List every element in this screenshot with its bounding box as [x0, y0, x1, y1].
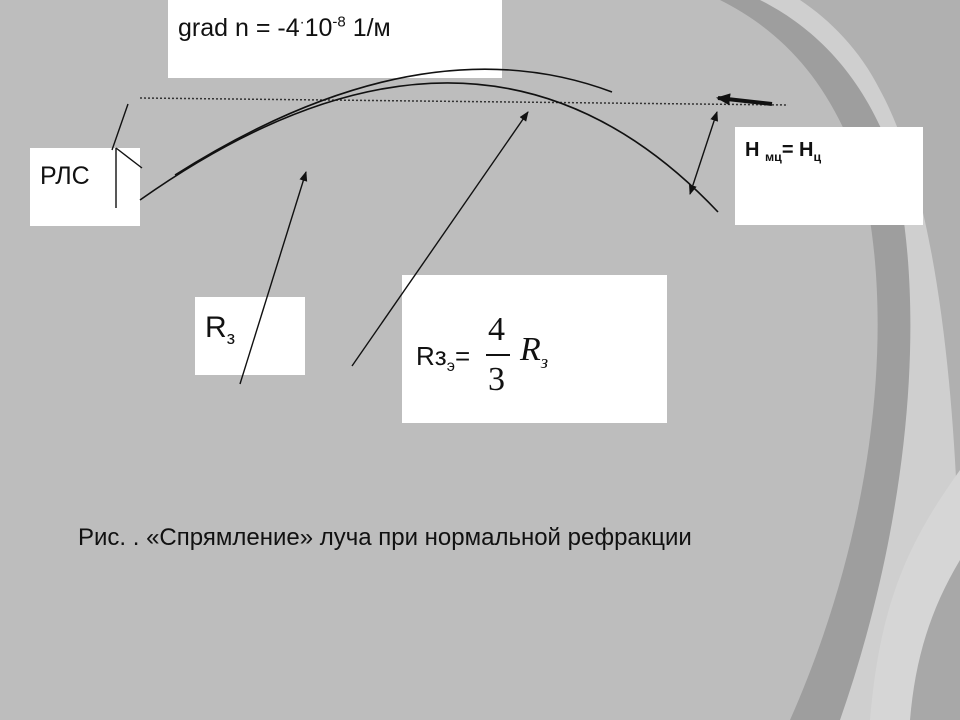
fraction-bar — [486, 354, 510, 356]
gradient-unit: 1/м — [345, 14, 391, 42]
height-h2-sub: ц — [813, 150, 822, 164]
formula-r-sub: з — [540, 351, 549, 373]
earth-radius-arrow — [239, 171, 308, 385]
radar-label: РЛС — [40, 162, 90, 190]
formula-lhs-sub1: з — [434, 341, 447, 371]
formula-r-symbol: R — [520, 331, 541, 368]
height-box: H мц= Hц — [735, 127, 923, 225]
formula-denominator: 3 — [488, 361, 505, 398]
earth-radius-label: Rз — [205, 311, 236, 348]
equivalent-radius-arrow — [351, 111, 529, 367]
earth-radius-box: Rз — [195, 297, 305, 375]
earth-arc — [139, 82, 719, 213]
formula-lhs-sub2: э — [446, 357, 455, 376]
horizon-dotted-line — [139, 97, 789, 106]
formula-numerator: 4 — [488, 311, 505, 348]
figure-caption: Рис. . «Спрямление» луча при нормальной … — [78, 524, 692, 551]
height-text: H мц= Hц — [745, 139, 822, 164]
antenna-beam — [115, 147, 143, 169]
formula-lhs: Rзэ= — [416, 341, 471, 376]
earth-radius-sub: з — [226, 327, 236, 348]
formula-r: Rз — [520, 331, 548, 372]
formula-box: Rзэ= 4 3 Rз — [402, 275, 667, 423]
formula-equals: = — [454, 341, 471, 371]
height-h1: H — [745, 139, 760, 161]
radar-box: РЛС — [30, 148, 140, 226]
gradient-dot: · — [299, 13, 305, 31]
ray-arc-upper — [174, 68, 613, 176]
target-arrow — [716, 93, 773, 106]
height-equals: = H — [781, 139, 814, 161]
height-double-arrow — [689, 111, 718, 195]
gradient-prefix: grad n = -4 — [178, 14, 300, 42]
gradient-base: 10 — [304, 14, 333, 42]
antenna-diagonal — [111, 103, 129, 151]
gradient-text: grad n = -4·10-8 1/м — [178, 14, 391, 43]
earth-radius-symbol: R — [205, 311, 227, 344]
gradient-box: grad n = -4·10-8 1/м — [168, 0, 502, 78]
height-h1-sub: мц — [765, 150, 782, 164]
formula-lhs-symbol: R — [416, 341, 435, 371]
gradient-exponent: -8 — [332, 13, 346, 31]
